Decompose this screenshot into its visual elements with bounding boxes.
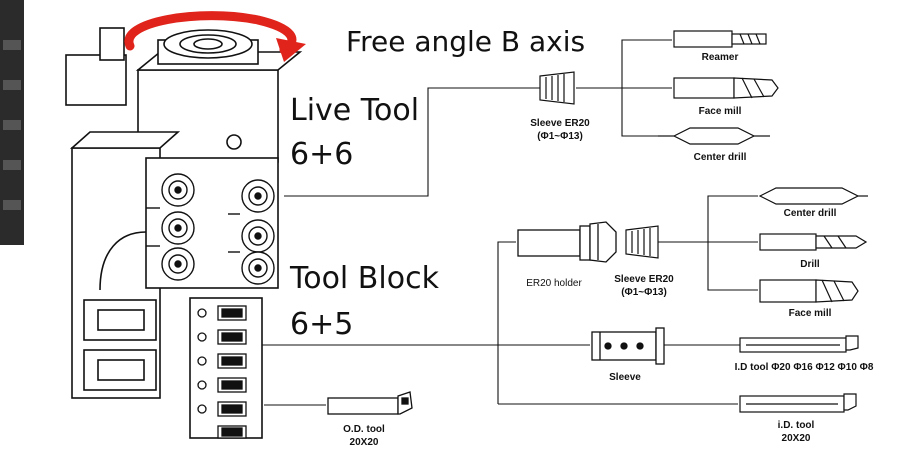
od-tool-bar	[327, 391, 413, 415]
id-tool-sizes-label: I.D tool Φ20 Φ16 Φ12 Φ10 Φ8	[734, 362, 874, 373]
live-sleeve-er20	[539, 71, 575, 105]
block-face-mill-label: Face mill	[788, 308, 832, 319]
id-tool-size: 20X20	[781, 432, 811, 444]
od-tool-label: O.D. tool 20X20	[334, 424, 394, 449]
live-center-drill-label: Center drill	[693, 152, 747, 163]
block-face-mill-tool	[759, 279, 859, 303]
id-tool-label: i.D. tool 20X20	[766, 420, 826, 445]
live-tool-heading: Live Tool	[290, 93, 420, 128]
id-tool-sizes-bar	[739, 335, 859, 353]
live-sleeve-range: (Φ1~Φ13)	[537, 130, 583, 142]
live-tool-spindles	[146, 173, 275, 285]
live-sleeve-label: Sleeve ER20 (Φ1~Φ13)	[520, 118, 600, 143]
reamer-label: Reamer	[701, 52, 739, 63]
connector-lines	[262, 39, 758, 406]
er20-holder-label: ER20 holder	[526, 278, 582, 289]
tool-block-heading: Tool Block	[290, 261, 439, 296]
drill-label: Drill	[800, 259, 820, 270]
b-axis-rotation-arrow	[124, 11, 297, 55]
live-face-mill-label: Face mill	[698, 106, 742, 117]
live-face-mill-tool	[673, 77, 779, 99]
block-sleeve-name: Sleeve ER20	[614, 274, 674, 285]
boring-sleeve	[591, 327, 665, 365]
reamer-tool	[673, 30, 767, 48]
id-tool-bar	[739, 393, 857, 413]
boring-sleeve-label: Sleeve	[609, 372, 641, 383]
er20-holder	[517, 221, 617, 263]
drill-tool	[759, 233, 868, 251]
id-tool-name: i.D. tool	[777, 420, 815, 431]
od-tool-name: O.D. tool	[343, 424, 385, 435]
left-machine-edge	[0, 0, 24, 245]
live-center-drill-tool	[658, 127, 770, 145]
od-tool-size: 20X20	[349, 436, 379, 448]
tool-block-count: 6+5	[290, 307, 354, 342]
b-axis-arrow-head	[276, 38, 306, 62]
tool-block-sleeve-er20	[625, 225, 659, 259]
block-sleeve-label: Sleeve ER20 (Φ1~Φ13)	[604, 274, 684, 299]
block-sleeve-range: (Φ1~Φ13)	[621, 286, 667, 298]
live-sleeve-name: Sleeve ER20	[530, 118, 590, 129]
block-center-drill-label: Center drill	[783, 208, 837, 219]
b-axis-heading: Free angle B axis	[346, 25, 586, 58]
live-tool-count: 6+6	[290, 137, 354, 172]
tool-block-slots	[197, 305, 247, 439]
block-center-drill-tool	[758, 187, 868, 205]
